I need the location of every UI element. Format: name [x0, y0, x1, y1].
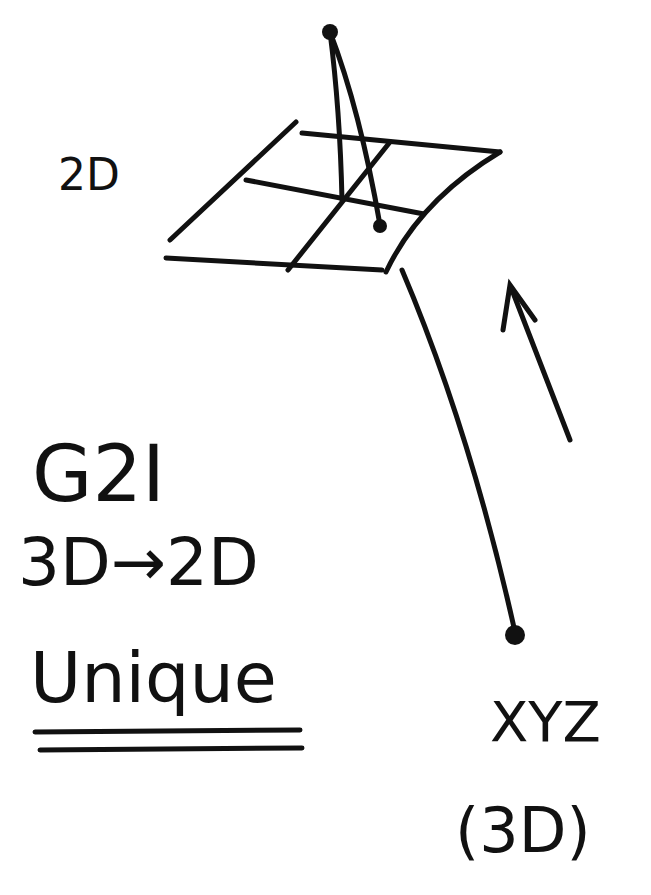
grid-line	[302, 133, 500, 152]
grid-line	[166, 258, 382, 270]
projection-line	[330, 32, 380, 225]
direction-arrow	[512, 290, 570, 440]
direction-arrow	[503, 285, 535, 330]
point-dot	[322, 24, 338, 40]
title-label: G2I	[32, 430, 165, 520]
grid-line	[170, 122, 296, 240]
coordinate-label: (3D)	[455, 795, 591, 866]
point-dot	[373, 219, 387, 233]
coordinate-label: XYZ	[490, 690, 601, 754]
point-dot	[505, 625, 525, 645]
underline	[35, 730, 300, 732]
underline	[40, 748, 302, 750]
emphasis-label: Unique	[30, 638, 277, 719]
projection-line	[402, 270, 515, 632]
grid-line	[386, 152, 500, 272]
axis-label: 2D	[58, 150, 120, 201]
note-label: 3D→2D	[18, 525, 259, 601]
